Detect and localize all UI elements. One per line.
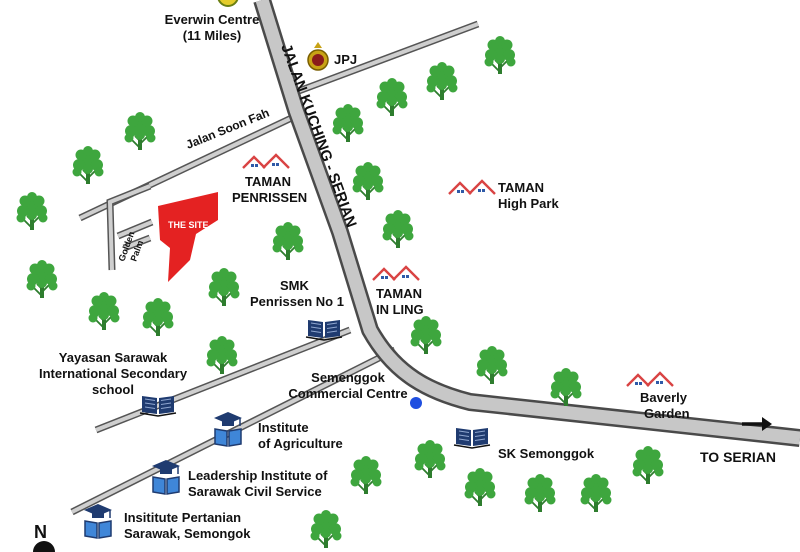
north-label: N: [34, 522, 47, 542]
tree-icon: [381, 209, 415, 249]
yayasan-label: Yayasan Sarawak International Secondary …: [28, 350, 198, 398]
sk-semonggok-label: SK Semonggok: [498, 446, 595, 461]
baverly-line2: Garden: [644, 406, 690, 421]
location-dot: [410, 397, 422, 409]
yayasan-line1: Yayasan Sarawak: [58, 350, 168, 365]
smk-penrissen-line1: SMK: [280, 278, 309, 293]
taman-penrissen-line1: TAMAN: [245, 174, 291, 189]
tree-icon: [413, 439, 447, 479]
taman-high-park-line1: TAMAN: [498, 180, 544, 195]
house-icon: [447, 179, 497, 196]
leadership-line2: Sarawak Civil Service: [188, 484, 322, 499]
smk-penrissen-label: SMK Penrissen No 1: [250, 278, 344, 310]
to-serian-label: TO SERIAN: [700, 449, 776, 465]
yayasan-line3: school: [92, 382, 134, 397]
tree-icon: [375, 77, 409, 117]
site-label[interactable]: THE SITE: [168, 220, 209, 230]
agriculture-line1: Institute: [258, 420, 309, 435]
semenggok-label: Semenggok Commercial Centre: [282, 370, 414, 402]
semenggok-line2: Commercial Centre: [288, 386, 408, 401]
everwin-line2: (11 Miles): [182, 28, 242, 43]
tree-icon: [475, 345, 509, 385]
leadership-label: Leadership Institute of Sarawak Civil Se…: [188, 468, 327, 500]
agriculture-label: Institute of Agriculture: [258, 420, 343, 452]
taman-penrissen-line2: PENRISSEN: [232, 190, 308, 205]
house-icon: [625, 371, 675, 388]
tree-icon: [483, 35, 517, 75]
house-icon: [371, 265, 421, 282]
site-plot[interactable]: [158, 192, 218, 282]
baverly-line1: Baverly: [640, 390, 687, 405]
tree-icon: [271, 221, 305, 261]
tree-icon: [631, 445, 665, 485]
pertanian-label: Insititute Pertanian Sarawak, Semongok: [124, 510, 250, 542]
taman-penrissen-label: TAMAN PENRISSEN: [232, 174, 308, 206]
jpj-label: JPJ: [334, 52, 358, 67]
tree-icon: [331, 103, 365, 143]
taman-high-park-label: TAMAN High Park: [498, 180, 559, 212]
taman-in-ling-label: TAMAN IN LING: [376, 286, 424, 318]
institute-icon: [151, 459, 181, 495]
tree-icon: [207, 267, 241, 307]
tree-icon: [549, 367, 583, 407]
taman-high-park-line2: High Park: [498, 196, 559, 211]
smk-penrissen-line2: Penrissen No 1: [250, 294, 344, 309]
tree-icon: [349, 455, 383, 495]
leadership-line1: Leadership Institute of: [188, 468, 328, 483]
pertanian-line2: Sarawak, Semongok: [124, 526, 251, 541]
tree-icon: [425, 61, 459, 101]
tree-icon: [309, 509, 343, 549]
arrow-right-icon: [742, 417, 772, 431]
tree-icon: [141, 297, 175, 337]
jpj-badge-icon: [307, 42, 329, 71]
tree-icon: [71, 145, 105, 185]
everwin-logo-icon: [217, 0, 239, 7]
main-road: [253, 0, 800, 447]
tree-icon: [409, 315, 443, 355]
institute-icon: [83, 503, 113, 539]
pertanian-line1: Insititute Pertanian: [124, 510, 242, 525]
agriculture-line2: of Agriculture: [258, 436, 343, 451]
taman-in-ling-line1: TAMAN: [376, 286, 422, 301]
everwin-label: Everwin Centre (11 Miles): [158, 12, 266, 44]
baverly-label: Baverly Garden: [640, 390, 690, 422]
north-marker-icon: [33, 541, 55, 552]
semenggok-line1: Semenggok: [311, 370, 385, 385]
tree-icon: [523, 473, 557, 513]
tree-icon: [25, 259, 59, 299]
tree-icon: [87, 291, 121, 331]
yayasan-line2: International Secondary: [38, 366, 188, 381]
taman-in-ling-line2: IN LING: [376, 302, 424, 317]
institute-icon: [213, 411, 243, 447]
school-book-icon: [453, 427, 491, 449]
house-icon: [241, 153, 291, 170]
tree-icon: [123, 111, 157, 151]
tree-icon: [15, 191, 49, 231]
tree-icon: [579, 473, 613, 513]
tree-icon: [463, 467, 497, 507]
tree-icon: [205, 335, 239, 375]
tree-icon: [351, 161, 385, 201]
everwin-line1: Everwin Centre: [164, 12, 260, 27]
